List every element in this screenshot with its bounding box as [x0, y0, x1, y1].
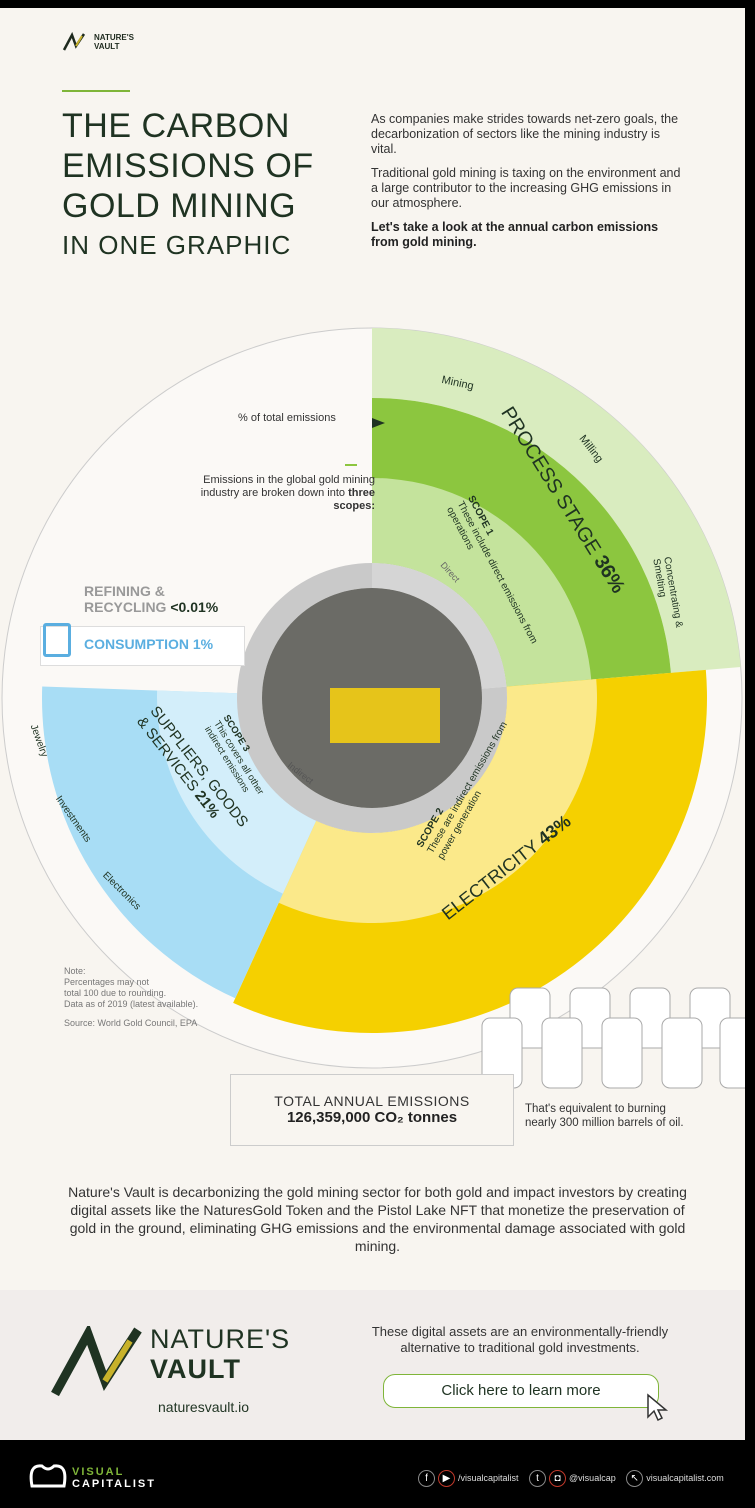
- note-l3: Data as of 2019 (latest available).: [64, 999, 199, 1009]
- refining-text: REFINING &: [84, 583, 165, 599]
- process-subitems-ring: [372, 328, 741, 673]
- intro-p2: Traditional gold mining is taxing on the…: [371, 166, 681, 210]
- title-line: THE CARBON: [62, 107, 290, 145]
- cta-text: These digital assets are an environmenta…: [371, 1324, 669, 1355]
- shopping-bag-icon: [43, 623, 71, 657]
- intro-text: As companies make strides towards net-ze…: [371, 112, 681, 259]
- facebook-icon[interactable]: f: [418, 1470, 435, 1487]
- equivalence-text: That's equivalent to burning nearly 300 m…: [525, 1102, 684, 1130]
- site-link[interactable]: naturesvault.io: [158, 1399, 250, 1415]
- total-value: 126,359,000 CO₂ tonnes: [286, 1109, 458, 1126]
- scope3-band: [156, 690, 317, 894]
- consumption-label: CONSUMPTION 1%: [84, 636, 213, 652]
- title-line: GOLD MINING: [62, 187, 297, 225]
- closing-paragraph: Nature's Vault is decarbonizing the gold…: [68, 1184, 687, 1254]
- social-links: f▶/visualcapitalist t◘@visualcap ↖visual…: [418, 1470, 724, 1487]
- learn-more-button[interactable]: Click here to learn more: [383, 1374, 659, 1408]
- title-line: EMISSIONS OF: [62, 147, 314, 185]
- cursor-icon: [647, 1393, 669, 1422]
- refining-pct: <0.01%: [170, 599, 219, 615]
- consumption-box: [40, 626, 245, 666]
- twitter-icon[interactable]: t: [529, 1470, 547, 1487]
- cta-section: [0, 1290, 745, 1440]
- legend-rule: [345, 464, 357, 466]
- scopes-legend: Emissions in the global gold mining indu…: [185, 474, 375, 513]
- page-subtitle: IN ONE GRAPHIC: [62, 230, 292, 260]
- note-l1: Percentages may not: [64, 977, 150, 987]
- equiv-l2: nearly 300 million barrels of oil.: [525, 1117, 684, 1129]
- intro-p1: As companies make strides towards net-ze…: [371, 112, 679, 156]
- accent-rule: [62, 90, 130, 92]
- nv-logo-icon: [62, 32, 86, 51]
- intro-p3: Let's take a look at the annual carbon e…: [371, 220, 659, 249]
- scopes-bold: three scopes:: [333, 487, 375, 512]
- scope2-band: [278, 679, 598, 924]
- total-emissions-box: TOTAL ANNUAL EMISSIONS 126,359,000 CO₂ t…: [230, 1074, 514, 1146]
- youtube-icon[interactable]: ▶: [438, 1470, 455, 1487]
- direct-ring: [372, 563, 507, 689]
- brand-line1: NATURE'S: [94, 33, 134, 42]
- wordmark-l1: NATURE'S: [150, 1324, 291, 1354]
- pct-legend: % of total emissions: [238, 412, 336, 424]
- page-title: THE CARBON EMISSIONS OF GOLD MINING: [62, 106, 314, 226]
- nv-large-logo-icon: [51, 1326, 142, 1397]
- handle-visualcapitalist[interactable]: /visualcapitalist: [458, 1472, 519, 1483]
- recycling-text: RECYCLING: [84, 599, 167, 615]
- website-cursor-icon[interactable]: ↖: [626, 1470, 644, 1487]
- note-l2: total 100 due to rounding.: [64, 988, 167, 998]
- note: Note: Percentages may not total 100 due …: [64, 966, 198, 1029]
- website-link[interactable]: visualcapitalist.com: [646, 1472, 724, 1483]
- haul-truck-icon: [330, 688, 440, 743]
- refining-label: REFINING & RECYCLING <0.01%: [84, 583, 218, 615]
- total-label: TOTAL ANNUAL EMISSIONS: [274, 1093, 470, 1109]
- scopes-text: Emissions in the global gold mining indu…: [200, 474, 375, 499]
- note-head: Note:: [64, 966, 86, 976]
- source: Source: World Gold Council, EPA: [64, 1018, 198, 1028]
- brand-line2: VAULT: [94, 42, 120, 51]
- wordmark-l2: VAULT: [150, 1354, 241, 1384]
- instagram-icon[interactable]: ◘: [549, 1470, 567, 1487]
- consumption-pct: 1%: [192, 636, 214, 652]
- handle-visualcap[interactable]: @visualcap: [569, 1472, 616, 1483]
- equiv-l1: That's equivalent to burning: [525, 1103, 666, 1115]
- visual-capitalist-logo-icon: [29, 1464, 67, 1488]
- oil-barrels-icon: [481, 987, 745, 1089]
- scope1-band: [372, 478, 592, 687]
- consumption-text: CONSUMPTION: [84, 636, 189, 652]
- emissions-chart: [1, 327, 743, 1069]
- pct-marker-icon: [372, 418, 385, 428]
- vc-l2: CAPITALIST: [72, 1478, 156, 1490]
- vc-l1: VISUAL: [72, 1466, 125, 1478]
